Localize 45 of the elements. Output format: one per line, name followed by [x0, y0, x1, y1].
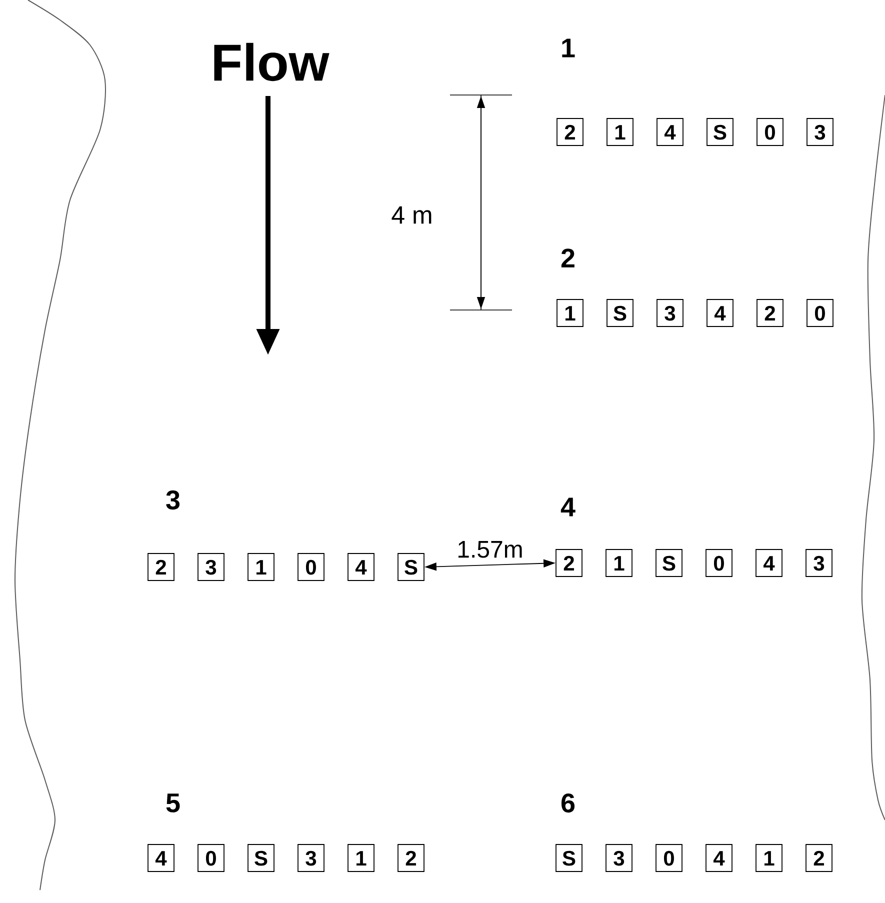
number-box: S — [556, 844, 582, 872]
number-box: 0 — [806, 299, 834, 327]
row-number: 2 — [561, 248, 574, 268]
number-box: 3 — [198, 553, 224, 581]
number-box: 0 — [298, 553, 324, 581]
number-box: 2 — [756, 299, 784, 327]
number-box: S — [656, 549, 682, 577]
number-box: 2 — [398, 844, 424, 872]
flow-label: Flow — [214, 42, 330, 82]
number-box: 1 — [606, 549, 632, 577]
number-box: 0 — [706, 549, 732, 577]
row-number: 4 — [560, 498, 576, 516]
number-box: 2 — [556, 118, 584, 146]
number-box: 1 — [606, 118, 634, 146]
number-box: 1 — [348, 844, 374, 872]
number-box: 4 — [756, 549, 782, 577]
number-box: S — [706, 118, 734, 146]
number-box: S — [606, 299, 634, 327]
number-box: 3 — [606, 844, 632, 872]
number-box: 2 — [806, 844, 832, 872]
number-box: 4 — [148, 844, 174, 872]
number-box: 3 — [806, 118, 834, 146]
dimension-label: 4 m — [392, 206, 432, 224]
number-box: 2 — [556, 549, 582, 577]
row-number: 6 — [561, 793, 575, 813]
number-box: 2 — [148, 553, 174, 581]
number-box: 1 — [248, 553, 274, 581]
number-box: 1 — [756, 844, 782, 872]
number-box: 0 — [756, 118, 784, 146]
row-number: 1 — [562, 38, 575, 58]
edge-label: 1.57m — [458, 541, 522, 558]
number-box: 4 — [656, 118, 684, 146]
number-box: 4 — [706, 844, 732, 872]
number-box: 4 — [348, 553, 374, 581]
number-box: 3 — [298, 844, 324, 872]
number-box: S — [398, 553, 424, 581]
row-number: 3 — [166, 490, 180, 510]
number-box: 0 — [198, 844, 224, 872]
number-box: 3 — [656, 299, 684, 327]
number-box: 4 — [706, 299, 734, 327]
number-box: 0 — [656, 844, 682, 872]
number-box: 3 — [806, 549, 832, 577]
number-box: 1 — [556, 299, 584, 327]
number-box: S — [248, 844, 274, 872]
row-number: 5 — [166, 794, 180, 812]
